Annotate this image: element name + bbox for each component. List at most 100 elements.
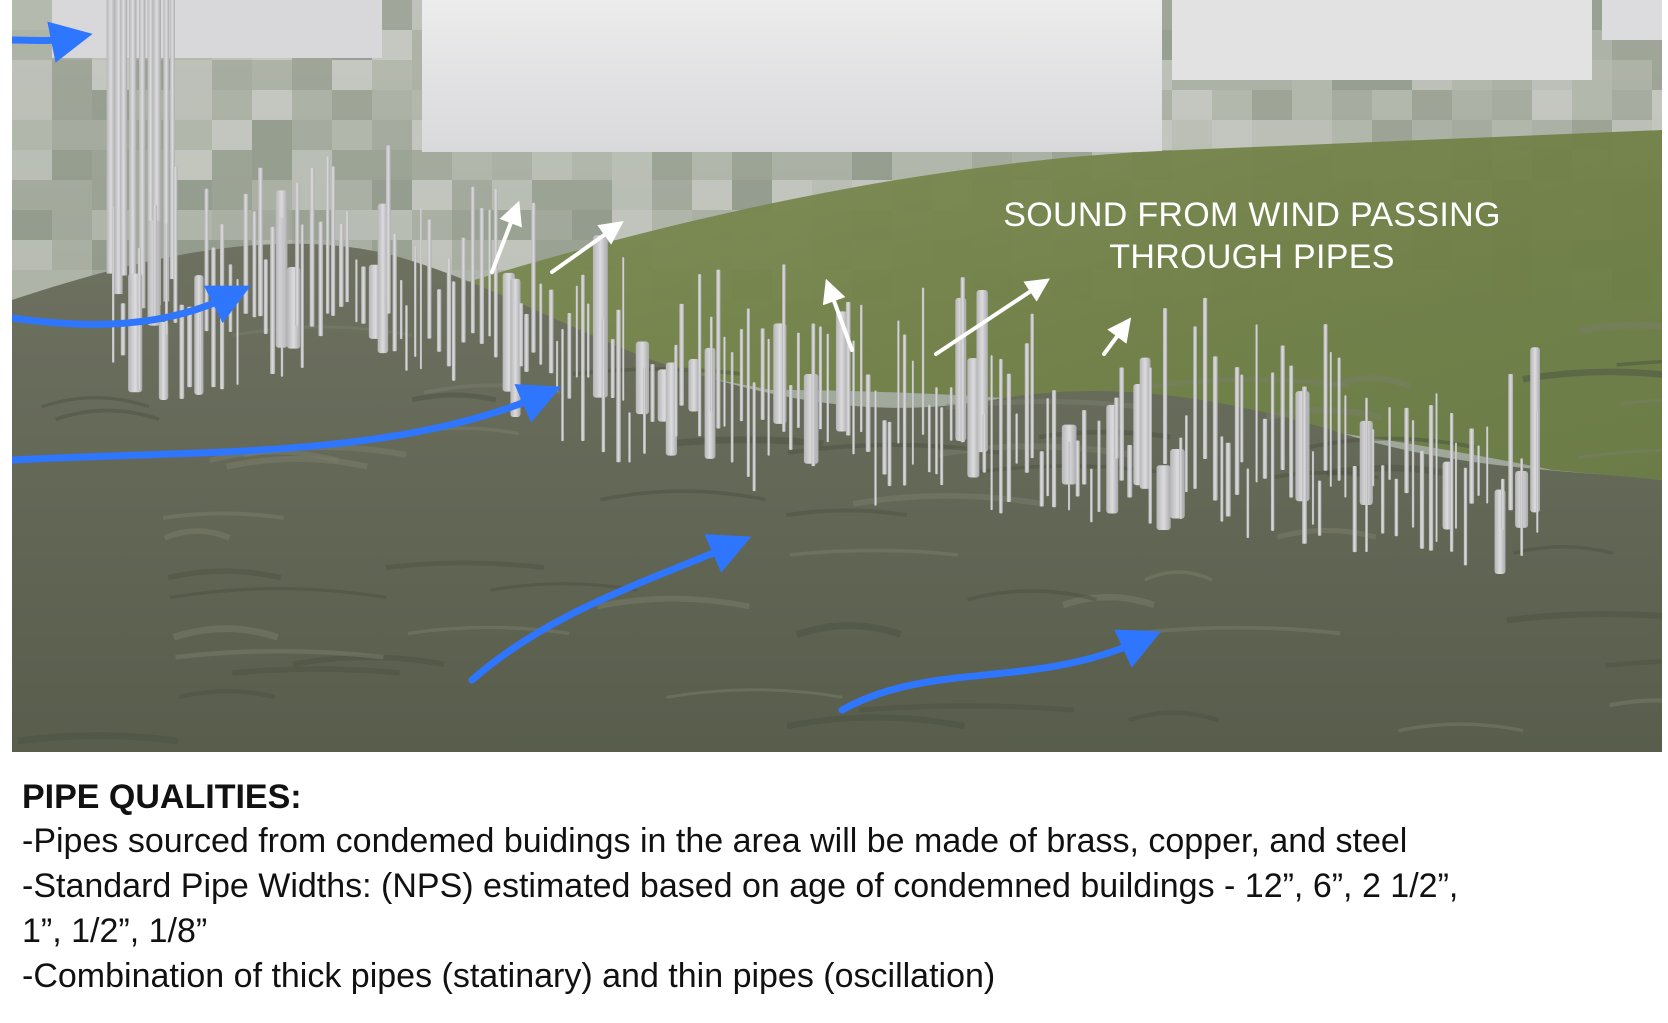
annotation-line-1: SOUND FROM WIND PASSING xyxy=(1003,196,1501,234)
pipe xyxy=(882,420,887,475)
pipe xyxy=(427,219,432,339)
terrain-streak xyxy=(169,587,387,600)
texture-tile xyxy=(252,120,292,150)
pipe xyxy=(1428,405,1434,551)
scene-illustration xyxy=(12,0,1662,752)
texture-tile xyxy=(12,60,52,90)
texture-tile xyxy=(412,150,452,180)
pipe xyxy=(949,387,953,441)
pipe xyxy=(236,279,239,385)
pipe xyxy=(470,186,475,334)
pipe xyxy=(1090,468,1093,523)
terrain-streak xyxy=(1512,545,1614,555)
wind-arrows xyxy=(12,21,1162,714)
pipe xyxy=(112,206,115,363)
pipe-qualities-notes: PIPE QUALITIES: -Pipes sourced from cond… xyxy=(22,775,1662,999)
terrain-streak xyxy=(1605,659,1662,668)
pipe xyxy=(1302,386,1307,544)
terrain-streak xyxy=(1398,722,1524,733)
pipe xyxy=(331,166,336,316)
texture-tile xyxy=(52,90,92,120)
texture-tile xyxy=(172,60,212,90)
texture-tile xyxy=(372,90,412,120)
terrain-streak xyxy=(55,408,160,422)
pipe xyxy=(575,285,579,378)
building-left xyxy=(52,0,382,58)
texture-tile xyxy=(1492,90,1532,120)
pipe xyxy=(1323,324,1328,471)
pipe xyxy=(1469,428,1475,504)
pipe xyxy=(927,404,931,473)
texture-tile xyxy=(292,60,332,90)
texture-tile xyxy=(1252,120,1292,150)
pipe xyxy=(628,412,631,463)
pipe xyxy=(935,387,938,475)
texture-tile xyxy=(1172,90,1212,120)
pipe xyxy=(782,264,786,432)
pipe xyxy=(436,289,442,352)
pipe xyxy=(1317,480,1322,536)
texture-tile xyxy=(12,210,52,240)
pipe xyxy=(211,247,216,388)
pipe xyxy=(179,304,185,399)
wind-arrow-icon xyxy=(12,285,251,328)
pipe xyxy=(1170,449,1185,519)
terrain-streak xyxy=(41,396,150,409)
pipe xyxy=(451,281,456,381)
texture-tile xyxy=(332,210,372,240)
texture-tile xyxy=(212,120,252,150)
pipe xyxy=(679,303,684,406)
pipe xyxy=(1185,415,1188,493)
pipe xyxy=(1179,437,1183,520)
texture-tile xyxy=(52,240,92,270)
terrain-streak xyxy=(859,703,1074,713)
pipe xyxy=(169,0,175,280)
pipe xyxy=(280,217,284,377)
texture-tile xyxy=(172,150,212,180)
texture-tile xyxy=(1612,60,1652,90)
pipe xyxy=(488,209,491,337)
pipe xyxy=(586,303,590,378)
pipe xyxy=(730,352,734,463)
sound-arrow-icon xyxy=(550,221,624,274)
texture-tile xyxy=(1452,90,1492,120)
pipe xyxy=(709,316,713,412)
building-right xyxy=(1172,0,1592,80)
building-center xyxy=(422,0,1162,152)
pipe xyxy=(967,358,980,478)
pipe xyxy=(622,257,625,401)
terrain-streak xyxy=(1616,359,1662,367)
texture-tile xyxy=(1652,60,1662,90)
texture-tile xyxy=(52,120,92,150)
pipe xyxy=(1006,373,1012,502)
pipe xyxy=(811,323,816,467)
pipe xyxy=(120,0,128,276)
terrain-streak xyxy=(162,511,285,520)
building-far-right xyxy=(1602,0,1662,40)
pipe xyxy=(318,221,323,337)
terrain-streak xyxy=(596,595,750,610)
pipe xyxy=(1139,357,1151,489)
sound-arrow-icon xyxy=(934,278,1050,356)
texture-tile xyxy=(332,180,372,210)
texture-tile xyxy=(252,90,292,120)
notes-heading: PIPE QUALITIES: xyxy=(22,778,302,816)
texture-tile xyxy=(452,150,492,180)
terrain-streak xyxy=(407,625,570,636)
terrain-streak xyxy=(1619,399,1662,407)
texture-tile xyxy=(732,150,772,180)
terrain-streak xyxy=(786,714,966,730)
texture-tile xyxy=(772,150,812,180)
pipe xyxy=(752,382,756,492)
pipe xyxy=(818,326,823,430)
pipe xyxy=(120,303,126,356)
pipe xyxy=(446,258,452,367)
pipe xyxy=(399,279,403,340)
pipe xyxy=(518,303,524,367)
pipe xyxy=(1411,420,1415,528)
pipe xyxy=(865,374,871,452)
texture-tile xyxy=(332,150,372,180)
pipe xyxy=(716,269,721,429)
pipe xyxy=(826,333,830,443)
pipe xyxy=(860,304,863,433)
